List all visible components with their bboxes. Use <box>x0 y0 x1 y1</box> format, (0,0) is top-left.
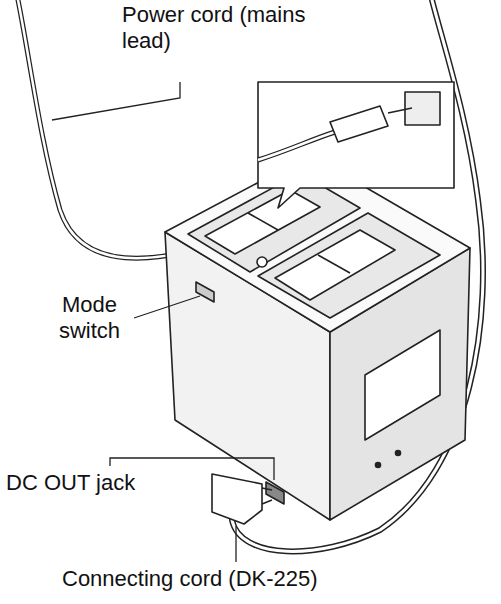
mode-switch <box>196 282 214 302</box>
dc-plug <box>212 474 262 524</box>
charger-body <box>165 155 470 524</box>
inset-bubble <box>258 82 454 208</box>
part-label: Connecting cord (DK-225) <box>60 566 320 592</box>
part-label: Power cord (mains lead) <box>120 2 339 55</box>
part-label: DC OUT jack <box>4 470 137 496</box>
part-label: Mode switch <box>45 292 134 345</box>
